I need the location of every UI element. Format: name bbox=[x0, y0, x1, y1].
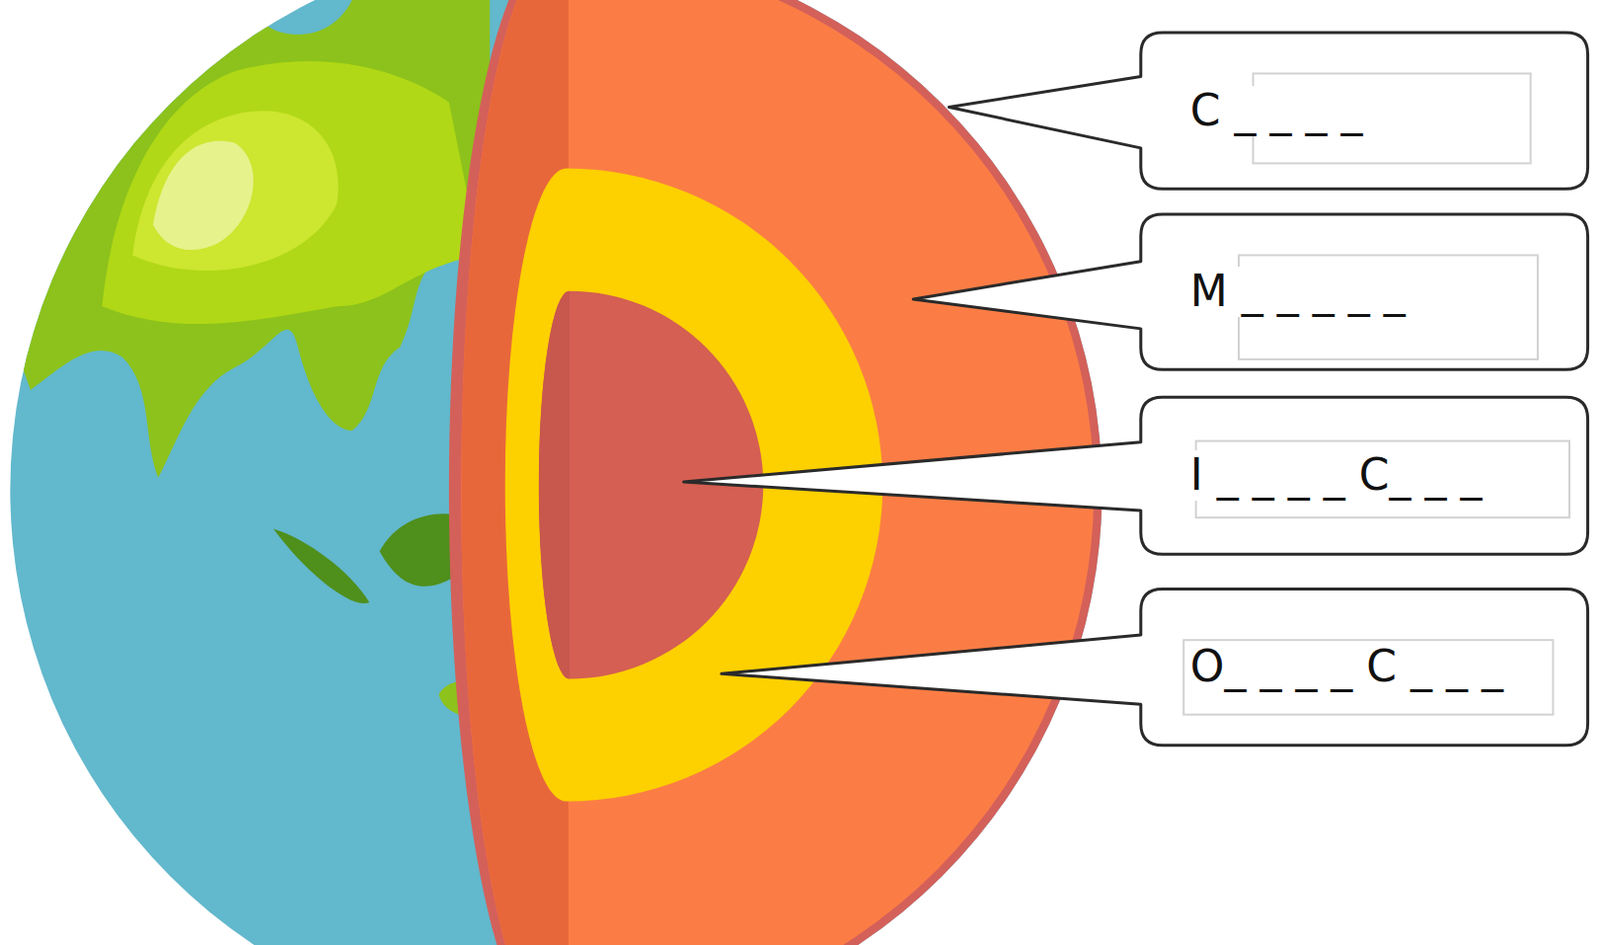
callouts bbox=[684, 32, 1589, 746]
callout-bubble bbox=[948, 32, 1588, 189]
island bbox=[380, 513, 460, 587]
fill-in-label: C _ _ _ _ bbox=[1188, 85, 1366, 137]
answer-boxes bbox=[1183, 73, 1570, 714]
fill-in-label: M _ _ _ _ _ bbox=[1188, 266, 1408, 317]
island bbox=[273, 529, 370, 605]
fill-in-label: I _ _ _ _ C_ _ _ bbox=[1188, 450, 1485, 501]
callout-bubble bbox=[913, 214, 1588, 370]
callout-box: C _ _ _ _ bbox=[1141, 32, 1589, 189]
answer-box bbox=[1183, 639, 1553, 714]
callout-box: M _ _ _ _ _ bbox=[1141, 214, 1589, 370]
callout-bubble bbox=[721, 589, 1589, 746]
continent-highland bbox=[101, 61, 480, 324]
continent-highland bbox=[132, 110, 338, 271]
callout-bubble bbox=[684, 396, 1589, 554]
callout-box: O_ _ _ _ C _ _ _ bbox=[1141, 589, 1589, 746]
callout-box: I _ _ _ _ C_ _ _ bbox=[1141, 396, 1589, 554]
continents bbox=[0, 0, 490, 717]
fill-in-label: O_ _ _ _ C _ _ _ bbox=[1188, 641, 1506, 692]
inner-core-shade bbox=[510, 285, 570, 694]
continent bbox=[0, 0, 490, 478]
continent-peak bbox=[152, 141, 254, 250]
